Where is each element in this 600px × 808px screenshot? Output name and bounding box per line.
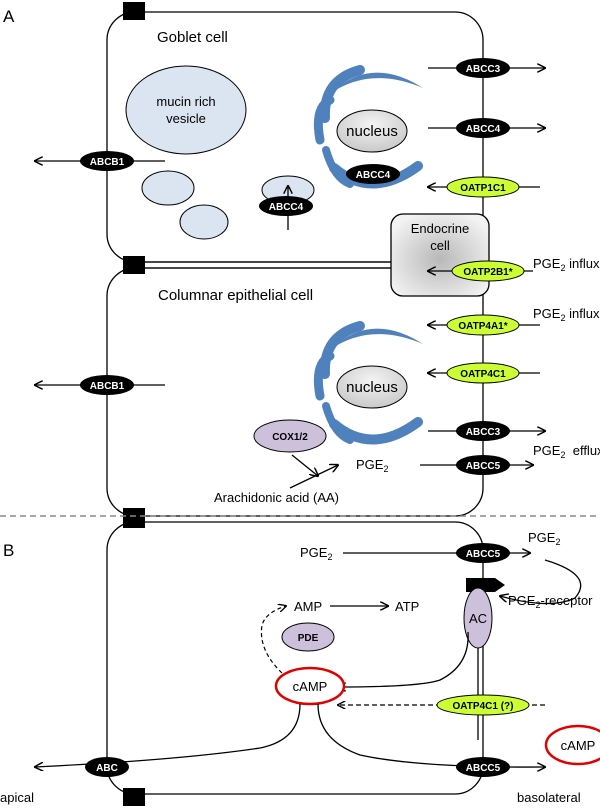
abcb1-label: ABCB1 [90, 157, 125, 168]
abcc5-pill [456, 455, 510, 475]
apical-label: apical [0, 790, 34, 805]
abcc5-label: ABCC5 [466, 763, 501, 774]
ac-label: AC [469, 611, 487, 626]
panel-label-b: B [3, 541, 14, 560]
small-vesicle [179, 204, 229, 240]
receptor-label: PGE2-receptor [508, 593, 593, 610]
endocrine-label-2: cell [430, 238, 450, 253]
abcb1-label: ABCB1 [90, 381, 125, 392]
small-vesicle [141, 170, 195, 206]
aa-to-pge2-arrow [289, 465, 338, 489]
pge2-to-receptor-arrow [500, 559, 582, 605]
nucleus [336, 365, 408, 409]
abcc4-label: ABCC4 [466, 124, 501, 135]
oatp1c1-label: OATP1C1 [460, 183, 506, 194]
oatp4c1-pill [446, 362, 520, 384]
basolateral-label: basolateral [517, 790, 581, 805]
oatp4a1-label: OATP4A1* [458, 321, 507, 332]
receptor-icon [466, 578, 505, 592]
camp-label: cAMP [293, 679, 328, 694]
oatp4c1-pill [436, 694, 530, 716]
amp-label: AMP [294, 599, 322, 614]
cox-arrow [291, 454, 318, 476]
abcc3-pill [456, 58, 510, 78]
cox-label: COX1/2 [272, 432, 308, 443]
camp-node [274, 666, 346, 706]
abcc5-pill [456, 543, 510, 563]
mucin-label-2: vesicle [166, 111, 206, 126]
endocrine-label-1: Endocrine [411, 221, 470, 236]
oatp2b1-pill [451, 260, 525, 282]
pge2-out-label: PGE2 [528, 530, 560, 547]
oatp2b1-label: OATP2B1* [463, 267, 512, 278]
cell-b-outline [106, 521, 484, 795]
nucleus-label: nucleus [346, 123, 398, 140]
camp-node [544, 724, 600, 766]
abcb1-pill [80, 151, 134, 171]
pde-enzyme [281, 622, 335, 652]
nucleus [336, 109, 408, 153]
pge2-efflux-label: PGE2 efflux [533, 443, 600, 460]
abcc5-label: ABCC5 [466, 461, 501, 472]
camp-to-amp-arrow [260, 606, 286, 674]
pge2-label: PGE2 [300, 545, 332, 562]
abcc5-pill [456, 757, 510, 777]
mucin-vesicle [125, 65, 247, 155]
abcc4-label: ABCC4 [356, 170, 391, 181]
columnar-cell-title: Columnar epithelial cell [158, 287, 313, 304]
oatp4c1-label: OATP4C1 (?) [453, 701, 514, 712]
abcc4-pill [346, 164, 400, 184]
oatp4a1-pill [446, 314, 520, 336]
abcc3-label: ABCC3 [466, 64, 501, 75]
columnar-cell-outline [106, 267, 484, 517]
pde-label: PDE [298, 633, 319, 644]
abc-label: ABC [96, 763, 118, 774]
mucin-label-1: mucin rich [156, 94, 215, 109]
atp-to-camp-arrow [338, 631, 469, 687]
oatp4c1-label: OATP4C1 [460, 369, 506, 380]
tight-junction-icon [123, 508, 145, 528]
goblet-cell-title: Goblet cell [157, 29, 228, 46]
cox-enzyme [253, 419, 327, 453]
pge2-influx-label: PGE2 influx [533, 256, 600, 273]
endoplasmic-reticulum [313, 321, 423, 445]
camp-label: cAMP [561, 738, 596, 753]
oatp1c1-pill [446, 176, 520, 198]
atp-label: ATP [395, 599, 419, 614]
abcb1-pill [80, 375, 134, 395]
tight-junction-icon [123, 256, 145, 274]
abcc5-label: ABCC5 [466, 549, 501, 560]
abcc3-label: ABCC3 [466, 427, 501, 438]
tight-junction-icon [123, 2, 145, 20]
panel-label-a: A [3, 7, 15, 26]
abcc4-pill [456, 118, 510, 138]
nucleus-label: nucleus [346, 379, 398, 396]
abcc3-pill [456, 421, 510, 441]
abcc4-pill [259, 196, 313, 216]
pge2-influx-label: PGE2 influx [533, 306, 600, 323]
abcc4-label: ABCC4 [269, 202, 304, 213]
arachidonic-acid-label: Arachidonic acid (AA) [214, 490, 339, 505]
camp-to-apical-arrow [35, 703, 301, 767]
tight-junction-icon [123, 788, 145, 806]
abc-pill [85, 757, 129, 777]
pge2-label: PGE2 [356, 457, 388, 474]
